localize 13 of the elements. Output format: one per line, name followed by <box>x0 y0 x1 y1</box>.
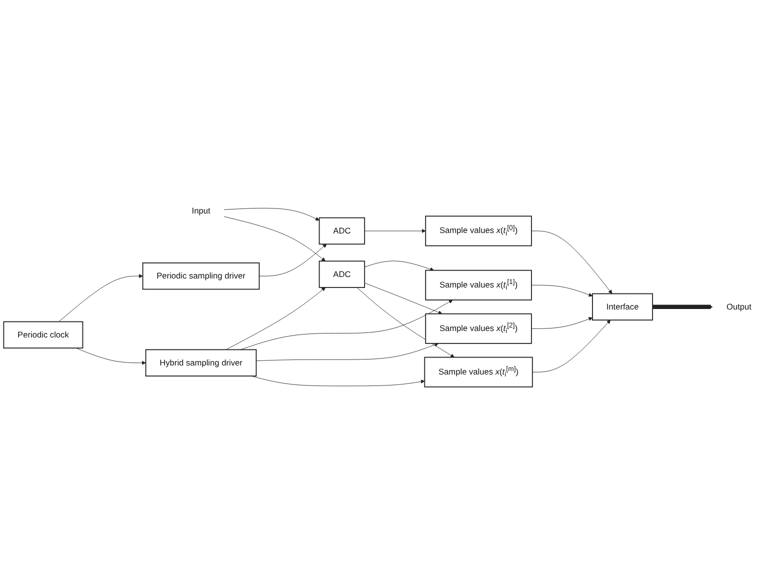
node-text: Output <box>726 302 752 312</box>
node-box: Hybrid sampling driver <box>145 349 257 377</box>
node-box: Interface <box>592 293 654 321</box>
node-box: ADC <box>318 260 366 288</box>
arrow <box>652 305 713 310</box>
node-box: Periodic clock <box>3 321 84 349</box>
node-box: Sample values x(t$_{i}$$^{[1]}$) <box>425 270 532 301</box>
node-box: Sample values x(t$_{i}$$^{[0]}$) <box>425 216 532 246</box>
node-box: Sample values x(t$_{i}$$^{[m]}$) <box>424 357 533 388</box>
node-box: ADC <box>318 218 366 245</box>
node-box: Periodic sampling driver <box>142 262 260 290</box>
node-text: Input <box>192 206 210 216</box>
node-box: Sample values x(t$_{i}$$^{[2]}$) <box>425 314 532 344</box>
